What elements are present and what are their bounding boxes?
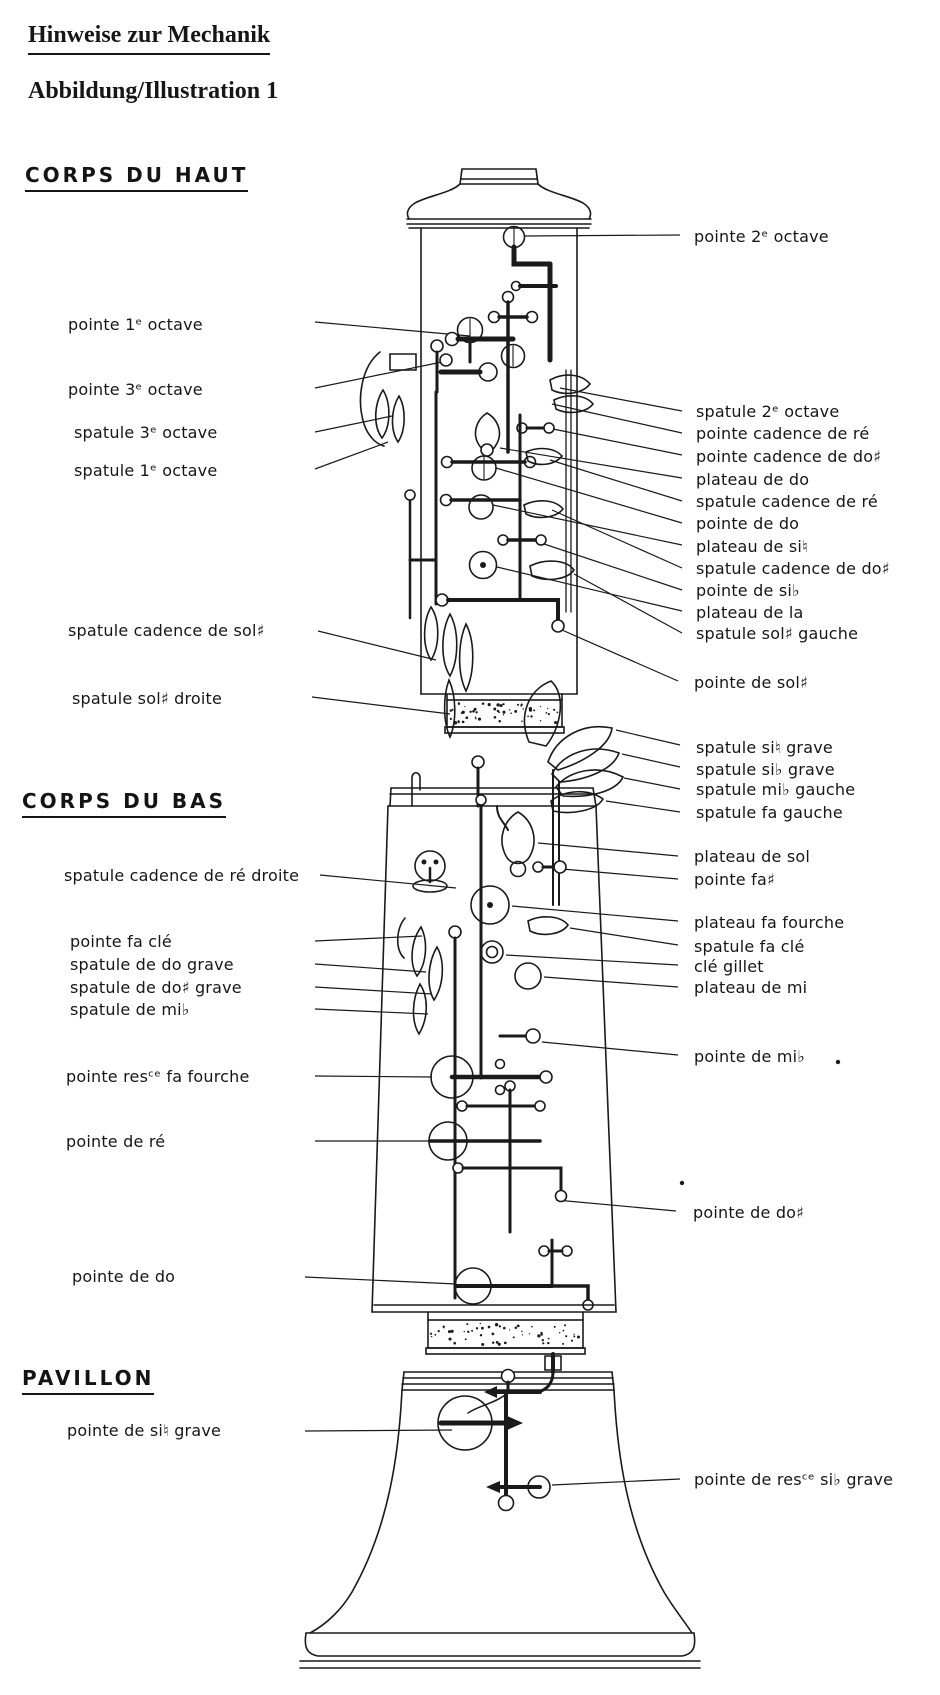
leader-line <box>304 1429 453 1432</box>
section-heading-pavillon: PAVILLON <box>22 1366 155 1395</box>
leader-line <box>555 1199 677 1212</box>
leader-line <box>319 874 457 889</box>
leader-line <box>531 539 683 591</box>
leader-line <box>511 905 679 922</box>
stray-marks <box>679 1059 841 1186</box>
leader-line <box>543 976 679 988</box>
leader-line <box>569 927 679 946</box>
document-title: Hinweise zur Mechanik <box>28 22 271 55</box>
leader-line <box>523 234 681 237</box>
leader-line <box>314 1008 429 1015</box>
document-subtitle: Abbildung/Illustration 1 <box>28 78 279 104</box>
section-heading-corps-du-haut: CORPS DU HAUT <box>25 163 249 192</box>
leader-line <box>551 1478 681 1486</box>
leader-line <box>314 415 393 433</box>
leader-line <box>561 868 679 880</box>
section-heading-corps-du-bas: CORPS DU BAS <box>22 789 227 818</box>
leader-line <box>499 447 683 479</box>
leader-line <box>505 954 679 966</box>
leader-line <box>314 963 427 973</box>
leader-line <box>621 753 681 768</box>
cork-stipple <box>429 702 581 1346</box>
leader-line <box>304 1276 457 1285</box>
leader-line <box>311 696 451 715</box>
leader-line <box>605 800 681 813</box>
leader-line <box>314 321 471 337</box>
leader-line <box>541 1041 679 1056</box>
leader-line <box>561 629 679 682</box>
leader-line <box>573 573 683 634</box>
leader-line <box>547 427 683 456</box>
upper-joint-drawing <box>359 168 595 739</box>
leader-line <box>314 935 423 942</box>
leader-line <box>314 361 443 389</box>
lower-joint-drawing <box>371 680 625 1374</box>
leader-line <box>551 509 683 569</box>
leader-line <box>314 986 433 995</box>
leader-line <box>623 777 681 790</box>
leader-line <box>496 566 683 612</box>
leader-line <box>314 441 389 470</box>
leader-line <box>615 729 681 746</box>
leader-line <box>551 403 683 434</box>
leader-line <box>495 467 683 524</box>
leader-line <box>549 459 683 502</box>
bell-drawing <box>299 1368 701 1669</box>
leader-lines <box>304 234 683 1486</box>
leader-line <box>314 1075 433 1078</box>
leader-line <box>537 842 679 857</box>
leader-line <box>492 504 683 546</box>
leader-line <box>317 630 437 661</box>
